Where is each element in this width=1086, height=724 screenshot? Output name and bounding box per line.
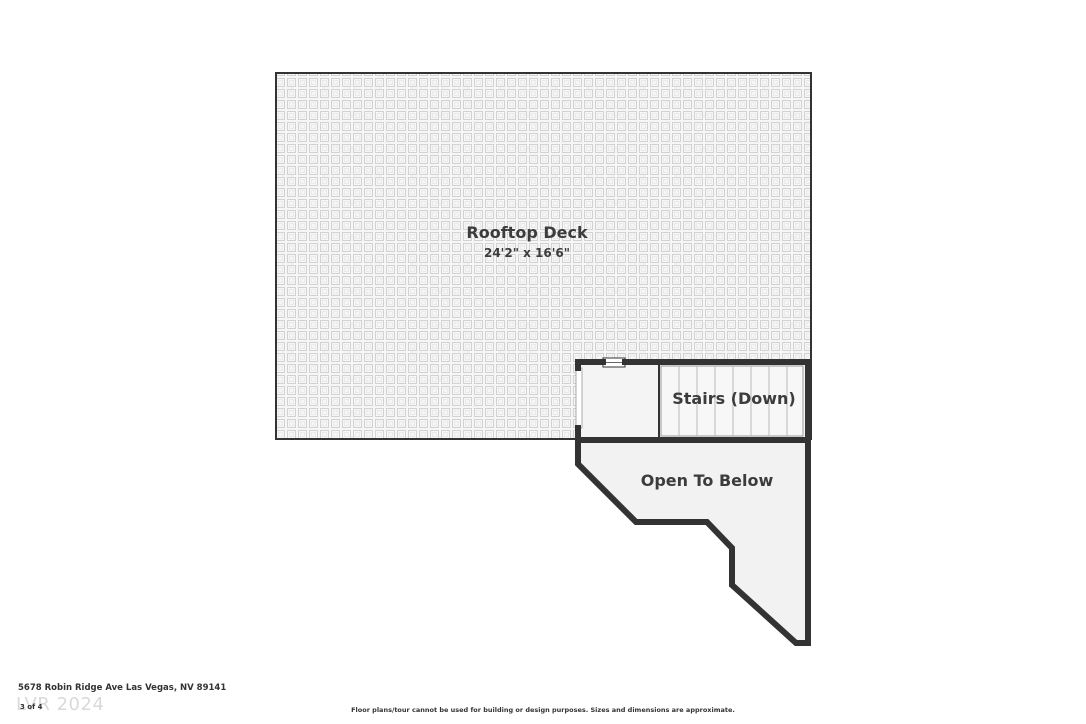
room-rooftop-deck: Rooftop Deck 24'2" x 16'6" (275, 72, 812, 440)
rooftop-deck-label: Rooftop Deck (466, 223, 588, 242)
watermark: LVR 2024 (16, 694, 105, 715)
property-address: 5678 Robin Ridge Ave Las Vegas, NV 89141 (18, 683, 227, 693)
room-open-to-below: Open To Below (575, 437, 811, 646)
stair-treads (660, 365, 804, 437)
doorway-symbol (575, 367, 583, 429)
stairs-label: Stairs (Down) (672, 389, 796, 408)
stairs-block: Stairs (Down) (575, 357, 811, 443)
open-to-below-area (575, 437, 811, 646)
rooftop-deck-dimensions: 24'2" x 16'6" (484, 246, 570, 260)
page-number: 3 of 4 (20, 703, 43, 711)
window-symbol (602, 357, 626, 368)
disclaimer-text: Floor plans/tour cannot be used for buil… (351, 706, 735, 714)
open-to-below-label: Open To Below (641, 471, 774, 490)
